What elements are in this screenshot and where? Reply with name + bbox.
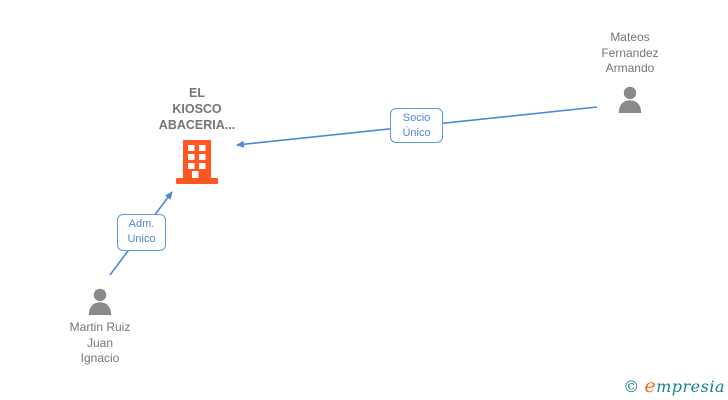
person-name-line: Fernandez — [601, 45, 659, 60]
brand-rest: mpresia — [656, 377, 725, 396]
relation-label-line: Unico — [127, 233, 156, 245]
person-name-line: Ignacio — [80, 351, 120, 365]
person-name-line: Juan — [86, 335, 114, 350]
relation-label-line: Adm. — [128, 218, 155, 230]
person-name: Mateos Fernandez Armando — [568, 30, 692, 77]
building-icon[interactable] — [174, 139, 220, 185]
person-name-line: Armando — [605, 61, 655, 75]
person-name: Martin Ruiz Juan Ignacio — [38, 320, 162, 367]
company-name: EL KIOSCO ABACERIA... — [132, 85, 262, 133]
company-name-line: KIOSCO — [172, 102, 222, 116]
copyright-icon: © — [623, 377, 640, 396]
person-name-line: Martin Ruiz — [69, 320, 131, 334]
empresia-logo: © empresia — [623, 375, 725, 397]
person-icon[interactable] — [613, 84, 647, 118]
company-name-line: EL — [189, 86, 205, 100]
person-icon[interactable] — [83, 286, 117, 320]
empresia-brand-text: empresia — [644, 375, 725, 397]
person-name-line: Mateos — [610, 30, 650, 44]
brand-initial: e — [644, 375, 657, 397]
relation-label-line: Único — [402, 127, 431, 139]
relation-label-adm-unico: Adm. Unico — [117, 214, 166, 251]
company-name-line: ABACERIA... — [158, 118, 236, 132]
relation-label-line: Socio — [402, 112, 431, 124]
relation-label-socio-unico: Socio Único — [390, 108, 443, 143]
